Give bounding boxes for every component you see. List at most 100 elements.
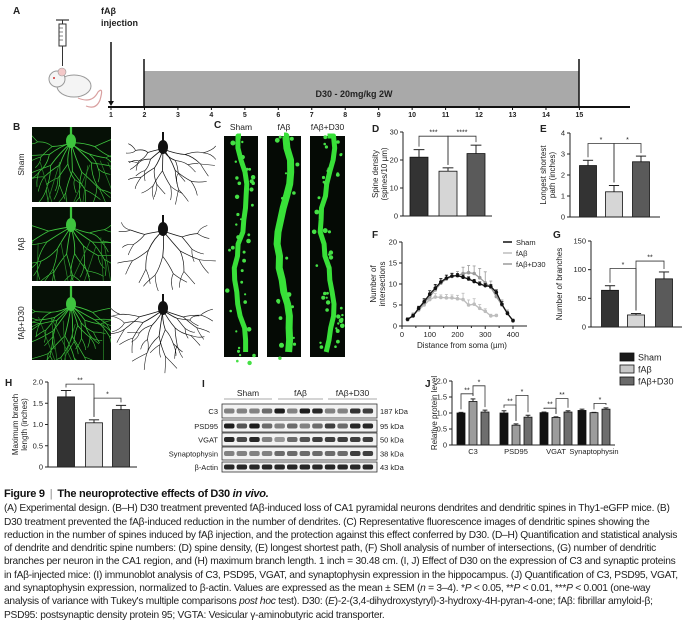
- dendritic-spine: [244, 293, 247, 296]
- data-point: [444, 296, 449, 300]
- blot-band: [312, 408, 323, 414]
- dendrite: [174, 160, 179, 174]
- figure-caption: Figure 9|The neuroprotective effects of …: [4, 488, 684, 622]
- dendrite: [103, 224, 111, 231]
- panel-label: I: [202, 379, 205, 390]
- blot-band: [362, 423, 374, 429]
- bar: [539, 412, 549, 446]
- dendritic-spine: [235, 330, 238, 333]
- dendrite: [138, 268, 147, 283]
- blot-band: [249, 464, 260, 470]
- data-point: [433, 295, 438, 299]
- dendrite: [32, 156, 41, 161]
- dendritic-spine: [240, 269, 244, 273]
- y-tick-label: 5: [393, 301, 397, 310]
- significance-label: **: [464, 387, 470, 394]
- legend-swatch: [619, 376, 635, 386]
- dendrite: [89, 336, 103, 342]
- dendrite: [35, 329, 46, 338]
- data-point: [466, 277, 471, 281]
- data-point: [500, 302, 504, 306]
- dendritic-spine: [311, 229, 317, 235]
- dendrite: [131, 338, 134, 354]
- data-point: [416, 306, 421, 311]
- treatment-label: D30 - 20mg/kg 2W: [315, 89, 393, 99]
- background-dendrite: [103, 240, 111, 281]
- dendrite: [152, 185, 154, 200]
- y-tick-label: 0.5: [437, 425, 447, 434]
- data-point: [433, 286, 438, 291]
- y-tick-label: 1.5: [437, 393, 447, 402]
- dendrite: [103, 259, 107, 276]
- blot-band: [299, 423, 311, 429]
- dendritic-spine: [327, 167, 331, 171]
- background-dendrite: [60, 241, 69, 281]
- dendritic-spine: [251, 181, 255, 185]
- blot-band: [350, 423, 361, 429]
- dendrite: [46, 353, 49, 360]
- dendrite: [32, 225, 49, 232]
- dendrite: [99, 320, 111, 325]
- dendrite: [45, 165, 52, 190]
- dendrite: [109, 328, 125, 334]
- blot-band: [324, 408, 336, 414]
- blot-band: [362, 451, 374, 456]
- dendritic-spine: [339, 306, 343, 310]
- dendrite: [17, 225, 32, 226]
- background-dendrite: [64, 324, 76, 360]
- significance-label: *: [599, 397, 602, 404]
- dendrite: [49, 331, 54, 356]
- spine-image: [267, 136, 301, 357]
- blot-band: [261, 464, 273, 470]
- molecular-weight-label: 38 kDa: [380, 450, 405, 459]
- bar: [601, 408, 611, 446]
- dendrite: [138, 158, 151, 164]
- dendrite: [200, 163, 215, 166]
- y-axis-label: Maximum branch: [11, 394, 20, 455]
- bar: [468, 401, 478, 446]
- bar: [523, 416, 533, 446]
- molecular-weight-label: 95 kDa: [380, 422, 405, 431]
- dendrite: [131, 353, 148, 362]
- dendrite: [176, 318, 186, 329]
- dendrite: [110, 156, 111, 157]
- data-point: [455, 273, 460, 278]
- dendrite: [112, 138, 127, 139]
- blot-band: [299, 451, 311, 456]
- injection-label: injection: [101, 18, 138, 28]
- caption-body: (A) Experimental design. (B–H) D30 treat…: [4, 502, 684, 622]
- series-line: [407, 296, 497, 320]
- dendrite: [146, 335, 160, 354]
- dendrite: [202, 152, 217, 160]
- day-label: 7: [310, 112, 314, 119]
- panel-label: C: [214, 120, 221, 131]
- bar: [409, 156, 429, 217]
- dendrite: [104, 258, 111, 264]
- legend-label: Sham: [516, 238, 536, 247]
- dendrite: [183, 314, 201, 318]
- dendritic-spine: [278, 135, 282, 139]
- dendrite: [174, 327, 191, 336]
- dendritic-spine: [247, 360, 252, 366]
- dendritic-spine: [230, 245, 235, 250]
- dendritic-spine: [235, 223, 238, 226]
- dendritic-spine: [239, 354, 242, 357]
- dendrite: [53, 253, 67, 273]
- data-point: [472, 302, 476, 306]
- dendrite: [98, 254, 111, 257]
- panel-label: D: [372, 124, 379, 135]
- dendritic-spine: [328, 255, 334, 260]
- blot-band: [337, 437, 348, 442]
- dendritic-spine: [246, 238, 251, 244]
- significance-label: *: [622, 262, 625, 269]
- day-label: 14: [542, 112, 550, 119]
- dendrite: [99, 189, 106, 202]
- figure-number: Figure 9: [4, 488, 45, 500]
- data-point: [439, 295, 443, 300]
- dendrite: [75, 196, 80, 202]
- caption-title: Figure 9|The neuroprotective effects of …: [4, 488, 684, 501]
- dendrite: [19, 342, 30, 358]
